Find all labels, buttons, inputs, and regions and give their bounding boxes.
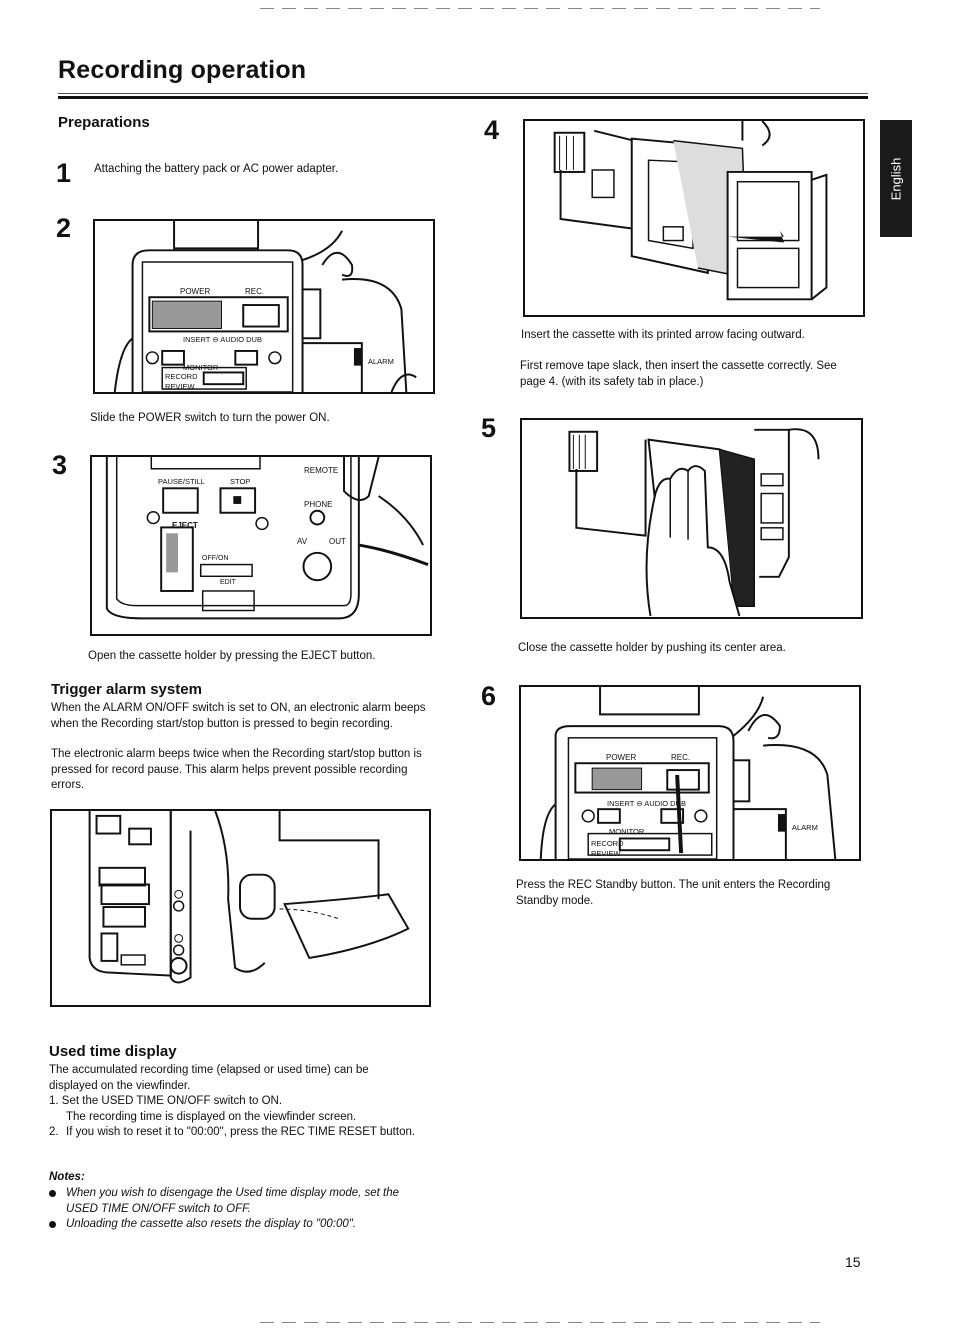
step3-illustration: PAUSE/STILL STOP EJECT OFF/ON EDIT REMOT… — [90, 455, 432, 636]
step4-caption: Insert the cassette with its printed arr… — [521, 329, 805, 341]
phone-label: PHONE — [304, 500, 333, 509]
record-label: RECORD — [591, 839, 624, 848]
trigger-alarm-paragraph-2: The electronic alarm beeps twice when th… — [51, 748, 422, 791]
rec-label: REC. — [245, 287, 265, 296]
step-number: 6 — [481, 681, 497, 711]
step5-illustration — [520, 418, 863, 619]
list-subtext: The recording time is displayed on the v… — [66, 1110, 357, 1123]
used-time-heading: Used time display — [49, 1043, 177, 1060]
step-number: 3 — [52, 450, 68, 480]
page-title: Recording operation — [58, 56, 307, 84]
record-label: RECORD — [165, 372, 198, 381]
note-item: When you wish to disengage the Used time… — [49, 1186, 426, 1217]
list-item: 2. If you wish to reset it to "00:00", pr… — [49, 1125, 419, 1141]
list-number: 1. — [49, 1095, 59, 1107]
step2-caption: Slide the POWER switch to turn the power… — [90, 412, 330, 424]
note-text: When you wish to disengage the Used time… — [66, 1187, 400, 1215]
step-number: 5 — [481, 413, 497, 443]
list-text: Set the USED TIME ON/OFF switch to ON. — [61, 1095, 283, 1107]
step6-caption: Press the REC Standby button. The unit e… — [516, 879, 831, 907]
scan-line-top — [260, 8, 820, 9]
power-label: POWER — [180, 287, 211, 296]
step2-illustration: POWER REC. INSERT ⊖ AUDIO DUB MONITOR RE… — [93, 219, 435, 394]
insert-audio-label: INSERT ⊖ AUDIO DUB — [183, 335, 262, 344]
note-item: Unloading the cassette also resets the d… — [49, 1217, 426, 1233]
step4-illustration — [523, 119, 865, 317]
alarm-label: ALARM — [792, 823, 818, 832]
bullet-icon — [49, 1190, 56, 1197]
stop-label: STOP — [230, 477, 251, 486]
step-number: 4 — [484, 115, 500, 145]
step4-note: First remove tape slack, then insert the… — [520, 360, 837, 388]
monitor-label: MONITOR — [183, 363, 219, 372]
alarm-label: ALARM — [368, 357, 394, 366]
edit-label: EDIT — [220, 579, 236, 586]
remote-label: REMOTE — [304, 466, 339, 475]
pause-still-label: PAUSE/STILL — [158, 477, 205, 486]
list-number: 2. — [49, 1126, 59, 1138]
insert-audio-label: INSERT ⊖ AUDIO DUB — [607, 799, 686, 808]
power-label: POWER — [606, 753, 637, 762]
used-time-list: 1. Set the USED TIME ON/OFF switch to ON… — [49, 1094, 419, 1141]
language-tab: English — [880, 120, 912, 237]
title-rule-thin — [58, 93, 868, 94]
trigger-alarm-paragraph-1: When the ALARM ON/OFF switch is set to O… — [51, 702, 426, 730]
step-number: 1 — [56, 158, 72, 188]
scan-line-bottom — [260, 1322, 820, 1323]
off-on-label: OFF/ON — [202, 555, 229, 562]
note-text: Unloading the cassette also resets the d… — [66, 1218, 357, 1230]
step3-caption: Open the cassette holder by pressing the… — [88, 650, 376, 662]
av-label: AV — [297, 537, 308, 546]
page-number: 15 — [845, 1254, 861, 1270]
rec-label: REC. — [671, 753, 691, 762]
list-item: 1. Set the USED TIME ON/OFF switch to ON… — [49, 1094, 419, 1110]
monitor-label: MONITOR — [609, 827, 645, 836]
review-label: REVIEW — [165, 382, 195, 391]
preparations-heading: Preparations — [58, 114, 150, 131]
trigger-alarm-heading: Trigger alarm system — [51, 681, 202, 698]
step6-illustration: POWER REC. INSERT ⊖ AUDIO DUB MONITOR RE… — [519, 685, 861, 861]
eject-label: EJECT — [172, 521, 198, 530]
review-label: REVIEW — [591, 849, 621, 858]
bullet-icon — [49, 1221, 56, 1228]
step-number: 2 — [56, 213, 72, 243]
used-time-paragraph: The accumulated recording time (elapsed … — [49, 1064, 369, 1092]
notes-heading: Notes: — [49, 1171, 85, 1183]
out-label: OUT — [329, 537, 346, 546]
step5-caption: Close the cassette holder by pushing its… — [518, 642, 786, 654]
language-tab-label: English — [888, 157, 904, 200]
list-text: If you wish to reset it to "00:00", pres… — [66, 1126, 416, 1138]
step1-text: Attaching the battery pack or AC power a… — [94, 163, 339, 175]
title-rule — [58, 96, 868, 99]
alarm-switch-illustration — [50, 809, 431, 1007]
